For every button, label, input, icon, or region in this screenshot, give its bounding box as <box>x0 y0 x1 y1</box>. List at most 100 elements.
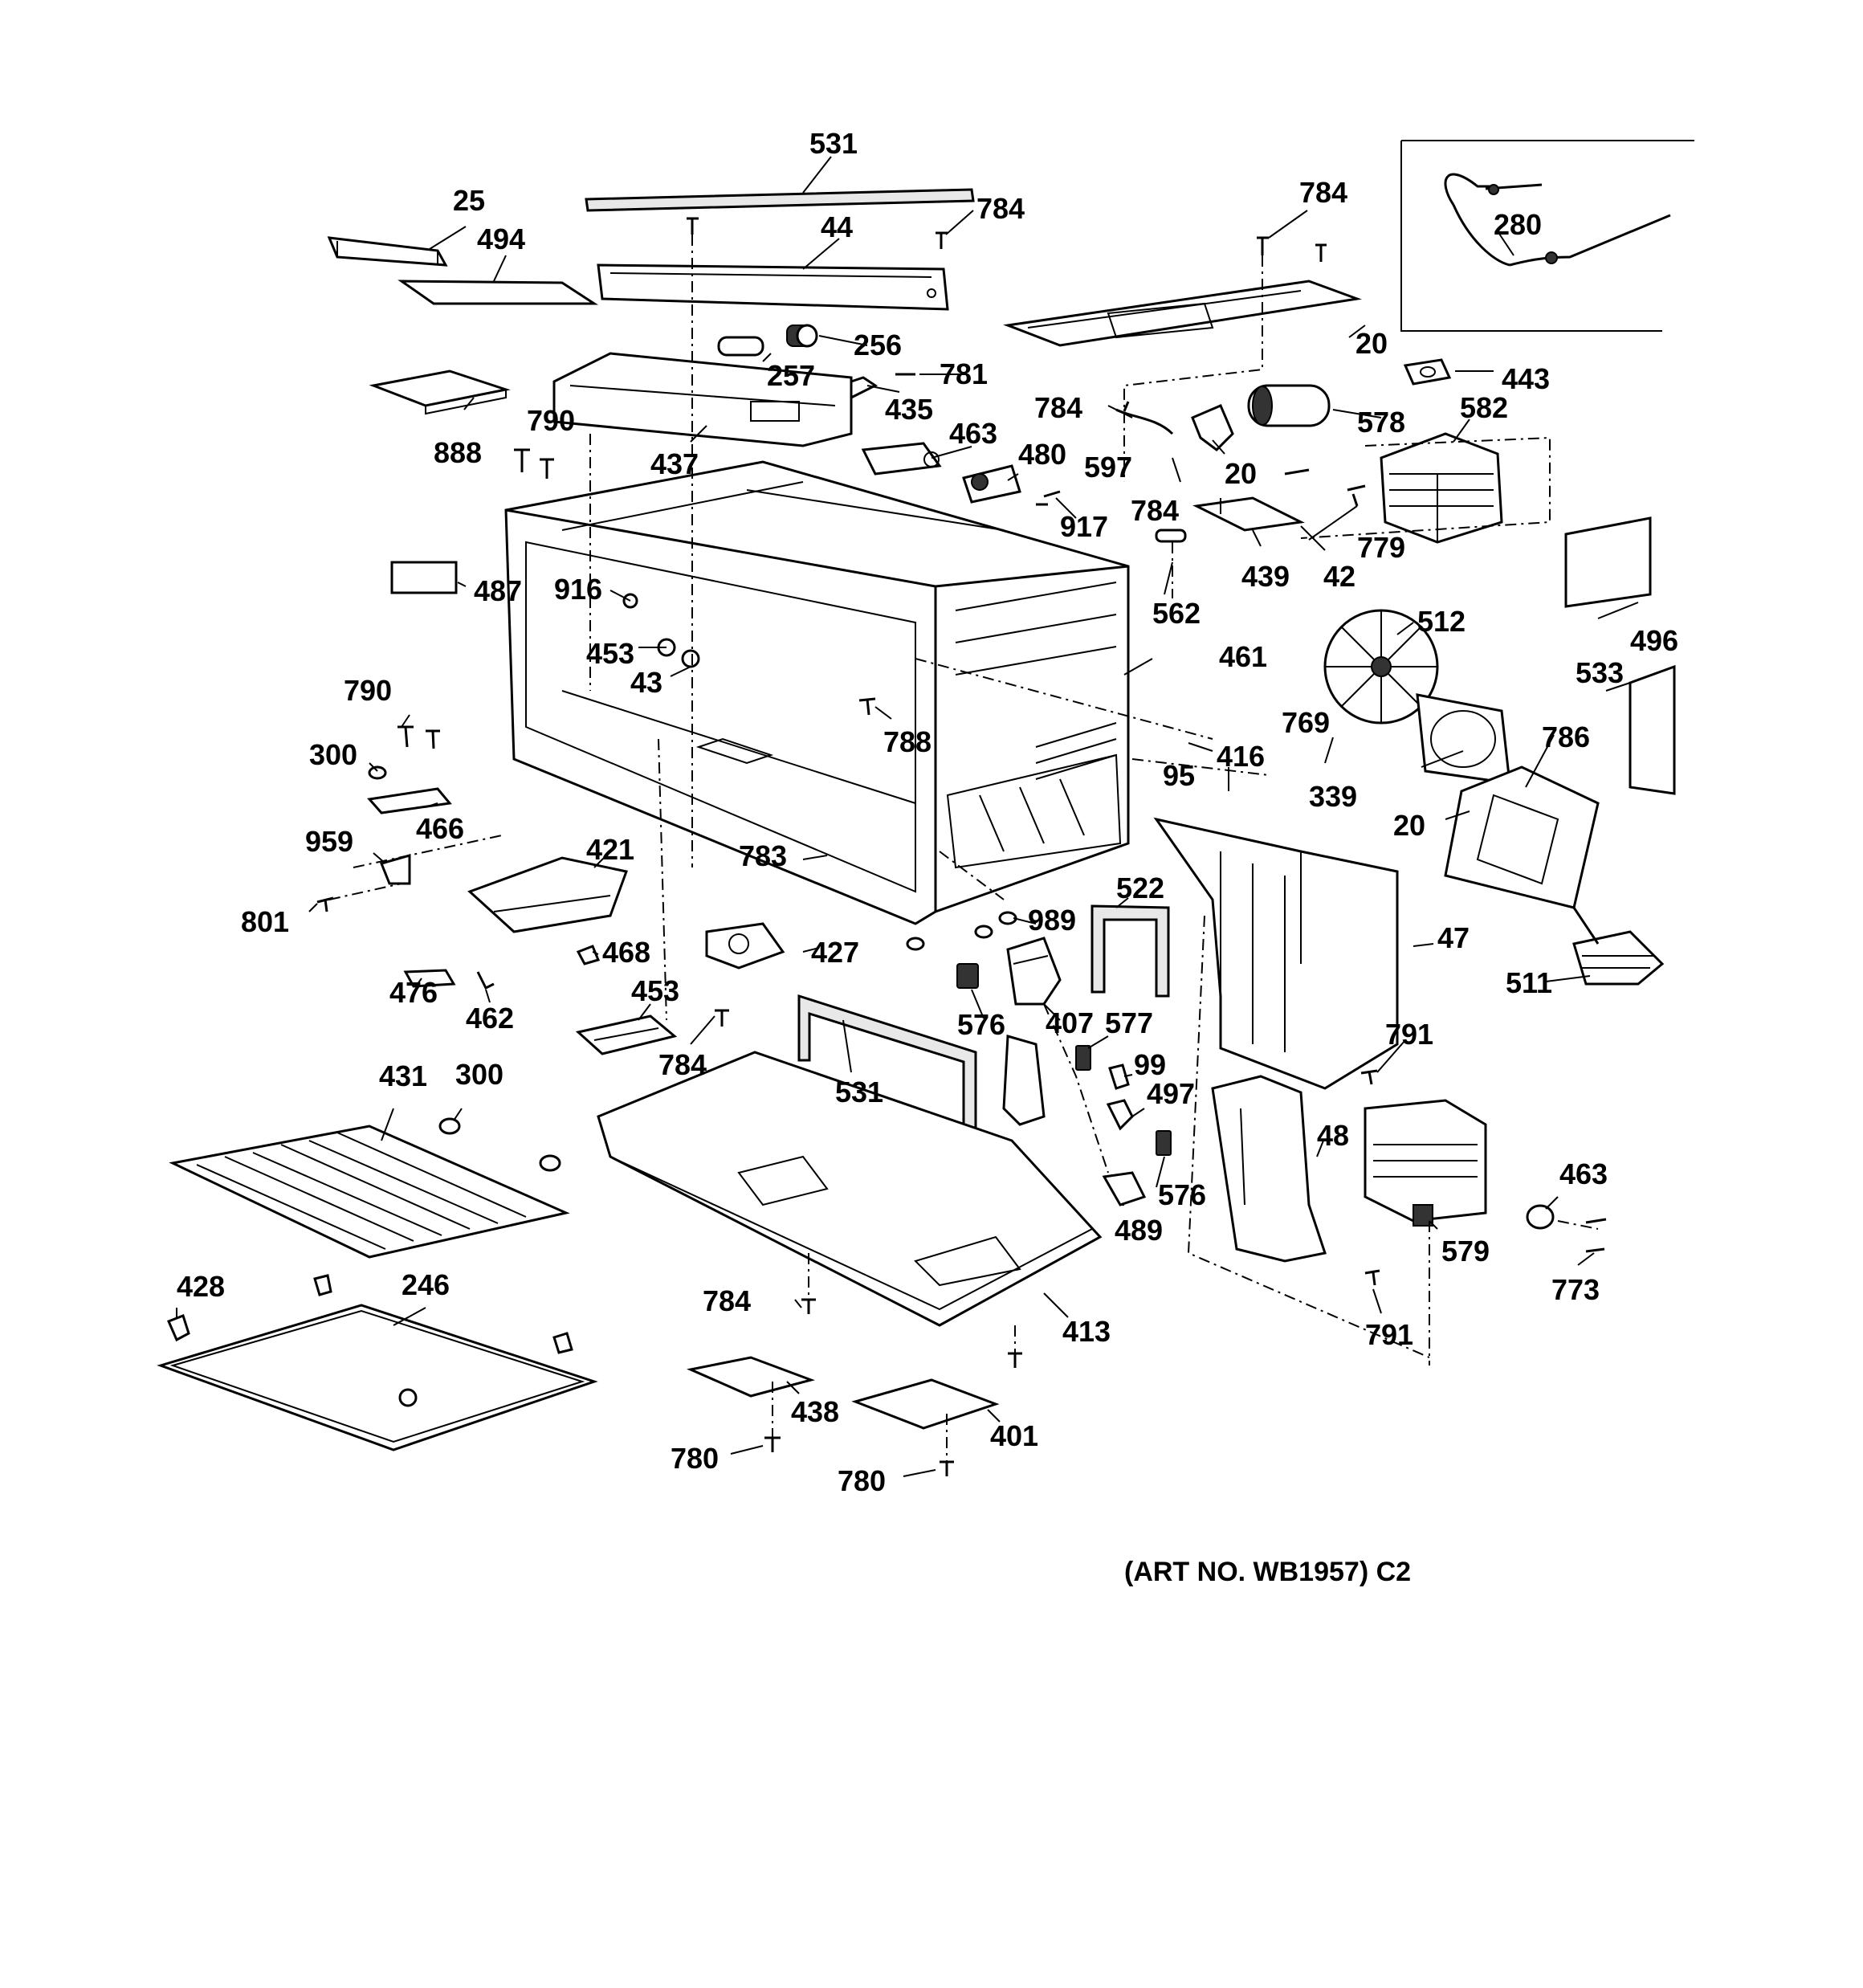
part-280-temperature-probe <box>1400 140 1694 332</box>
label-43: 43 <box>630 666 662 699</box>
label-48: 48 <box>1317 1119 1349 1152</box>
assembly-lines <box>328 235 1599 1462</box>
label-562: 562 <box>1152 597 1201 630</box>
label-300-bottom: 300 <box>455 1058 503 1091</box>
part-511-fan-motor <box>1572 907 1665 986</box>
part-44-top-panel <box>597 263 949 311</box>
label-468: 468 <box>602 936 650 969</box>
part-431-rack <box>169 1125 570 1259</box>
label-47: 47 <box>1437 921 1470 954</box>
label-462: 462 <box>466 1002 514 1035</box>
label-246: 246 <box>402 1268 450 1301</box>
label-407: 407 <box>1046 1006 1094 1039</box>
part-246-tray <box>157 1304 598 1451</box>
part-99-lever <box>1108 1063 1130 1090</box>
part-256-fuse-holder <box>786 324 818 348</box>
part-959-bracket <box>379 854 411 885</box>
label-784-mid: 784 <box>1034 391 1082 424</box>
label-579: 579 <box>1441 1235 1490 1268</box>
label-463-bottom: 463 <box>1559 1157 1608 1190</box>
label-784-top-right: 784 <box>1299 176 1347 209</box>
part-917-clip <box>1036 490 1061 506</box>
part-468-clip <box>576 945 601 965</box>
part-494-label <box>397 280 599 305</box>
label-801: 801 <box>241 905 289 938</box>
label-576-bottom: 576 <box>1158 1178 1206 1211</box>
label-300-top: 300 <box>309 738 357 771</box>
label-582: 582 <box>1460 391 1508 424</box>
part-461-duct <box>946 753 1122 869</box>
label-786: 786 <box>1542 720 1590 753</box>
part-578-capacitor <box>1247 384 1331 427</box>
label-461: 461 <box>1219 640 1267 673</box>
label-578: 578 <box>1357 406 1405 439</box>
part-462-clip <box>476 971 495 990</box>
label-428: 428 <box>177 1270 225 1303</box>
label-577: 577 <box>1105 1006 1153 1039</box>
part-413-base-plate <box>597 1051 1103 1327</box>
label-989: 989 <box>1028 904 1076 937</box>
part-339-fan-orifice <box>1416 693 1511 785</box>
label-466: 466 <box>416 812 464 845</box>
part-579-magnetron <box>1364 1099 1487 1227</box>
part-487-label <box>390 561 458 594</box>
label-496: 496 <box>1630 624 1678 657</box>
label-784-bottom-left: 784 <box>658 1048 707 1081</box>
label-779: 779 <box>1357 531 1405 564</box>
part-888-cook-book <box>369 369 511 415</box>
label-257: 257 <box>767 359 815 392</box>
label-431: 431 <box>379 1059 427 1092</box>
part-582-transformer <box>1380 432 1503 544</box>
part-43-stirrer <box>681 649 700 668</box>
part-oven-cavity <box>504 460 1130 925</box>
part-439-bracket <box>1192 496 1305 532</box>
label-401: 401 <box>990 1419 1038 1452</box>
part-428-support <box>167 1274 573 1354</box>
label-20-right: 20 <box>1393 809 1425 842</box>
label-784-top-center: 784 <box>976 192 1025 225</box>
part-463-relay <box>861 442 942 476</box>
part-531-top-seal <box>585 188 975 212</box>
part-20-motor-bracket <box>1444 765 1600 909</box>
label-256: 256 <box>854 329 902 361</box>
label-439: 439 <box>1241 560 1290 593</box>
label-531-top: 531 <box>809 127 858 160</box>
part-496-label <box>1564 516 1652 608</box>
screw-icon-779 <box>1284 468 1366 507</box>
label-437: 437 <box>650 447 699 480</box>
label-438: 438 <box>791 1395 839 1428</box>
part-489-lever <box>1102 1171 1147 1206</box>
part-788-screw <box>858 697 876 716</box>
label-453-bottom: 453 <box>631 974 679 1007</box>
part-number-labels: 531 25 494 44 784 784 280 256 20 257 781… <box>177 127 1678 1497</box>
label-421: 421 <box>586 833 634 866</box>
label-435: 435 <box>885 393 933 426</box>
part-257-fuse <box>717 336 764 357</box>
label-780-right: 780 <box>838 1464 886 1497</box>
part-407-latch <box>1002 1035 1046 1126</box>
part-577-switch <box>1075 1045 1091 1071</box>
label-790-left: 790 <box>344 674 392 707</box>
part-300-bumper <box>368 765 387 780</box>
label-576-mid: 576 <box>957 1008 1005 1041</box>
label-769: 769 <box>1282 706 1330 739</box>
part-453-bracket <box>575 1014 678 1055</box>
label-780-left: 780 <box>671 1442 719 1475</box>
label-791-top: 791 <box>1385 1018 1433 1051</box>
screw-icon-784-top <box>687 217 1327 262</box>
label-487: 487 <box>474 574 522 607</box>
part-512-fan-blade <box>1323 609 1439 725</box>
label-427: 427 <box>811 936 859 969</box>
label-781: 781 <box>940 357 988 390</box>
part-466-hinge <box>367 787 452 814</box>
art-number: (ART NO. WB1957) C2 <box>1124 1557 1411 1587</box>
label-497: 497 <box>1147 1077 1195 1110</box>
part-421-stirrer-cover <box>467 856 628 933</box>
label-20-mid: 20 <box>1225 457 1257 490</box>
part-20-control-board <box>1003 280 1362 347</box>
part-989-foot <box>906 911 1017 951</box>
part-25-bracket <box>327 236 448 267</box>
label-339: 339 <box>1309 780 1357 813</box>
label-533: 533 <box>1576 656 1624 689</box>
label-773: 773 <box>1551 1273 1600 1306</box>
